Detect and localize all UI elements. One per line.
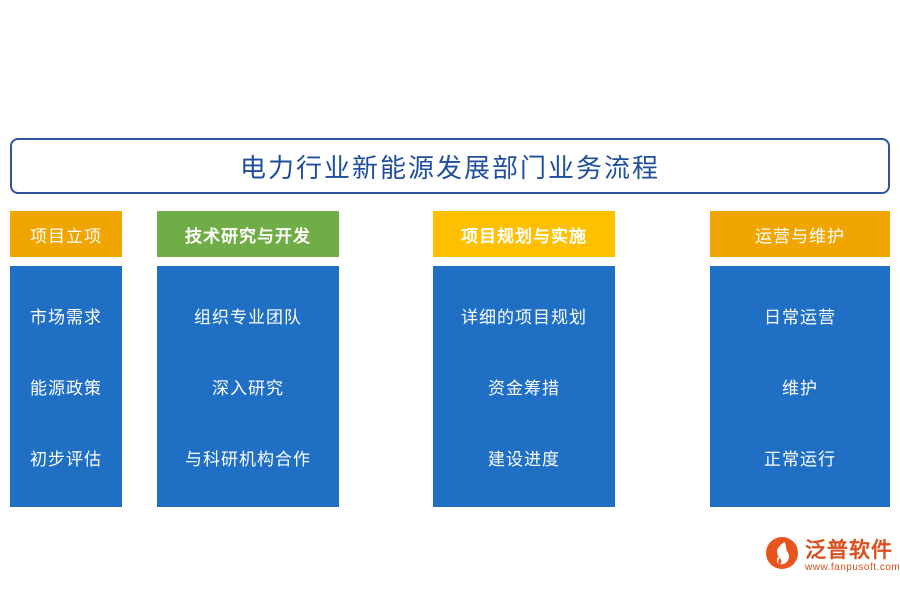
column-header-2: 技术研究与开发 bbox=[157, 211, 339, 257]
column-body-2: 组织专业团队 深入研究 与科研机构合作 bbox=[157, 266, 339, 507]
list-item: 深入研究 bbox=[212, 379, 284, 398]
list-item: 与科研机构合作 bbox=[185, 450, 311, 469]
column-header-1: 项目立项 bbox=[10, 211, 122, 257]
page-title: 电力行业新能源发展部门业务流程 bbox=[239, 152, 660, 183]
logo-name: 泛普软件 bbox=[805, 539, 893, 562]
list-item: 能源政策 bbox=[30, 379, 102, 398]
process-column-3: 项目规划与实施 详细的项目规划 资金筹措 建设进度 bbox=[433, 211, 615, 507]
fanpu-flame-icon bbox=[765, 536, 799, 570]
logo-url: www.fanpusoft.com bbox=[805, 562, 900, 573]
brand-logo: 泛普软件 www.fanpusoft.com bbox=[765, 534, 900, 586]
process-columns: 项目立项 市场需求 能源政策 初步评估 技术研究与开发 组织专业团队 深入研究 … bbox=[10, 211, 890, 507]
list-item: 市场需求 bbox=[30, 308, 102, 327]
list-item: 日常运营 bbox=[764, 308, 836, 327]
list-item: 组织专业团队 bbox=[194, 308, 302, 327]
list-item: 正常运行 bbox=[764, 450, 836, 469]
column-header-3: 项目规划与实施 bbox=[433, 211, 615, 257]
process-column-1: 项目立项 市场需求 能源政策 初步评估 bbox=[10, 211, 122, 507]
process-column-2: 技术研究与开发 组织专业团队 深入研究 与科研机构合作 bbox=[157, 211, 339, 507]
column-body-1: 市场需求 能源政策 初步评估 bbox=[10, 266, 122, 507]
list-item: 初步评估 bbox=[30, 450, 102, 469]
column-header-4: 运营与维护 bbox=[710, 211, 890, 257]
list-item: 建设进度 bbox=[488, 450, 560, 469]
list-item: 维护 bbox=[782, 379, 818, 398]
process-column-4: 运营与维护 日常运营 维护 正常运行 bbox=[710, 211, 890, 507]
list-item: 详细的项目规划 bbox=[461, 308, 587, 327]
column-body-4: 日常运营 维护 正常运行 bbox=[710, 266, 890, 507]
diagram-title-box: 电力行业新能源发展部门业务流程 bbox=[10, 138, 890, 194]
column-body-3: 详细的项目规划 资金筹措 建设进度 bbox=[433, 266, 615, 507]
list-item: 资金筹措 bbox=[488, 379, 560, 398]
